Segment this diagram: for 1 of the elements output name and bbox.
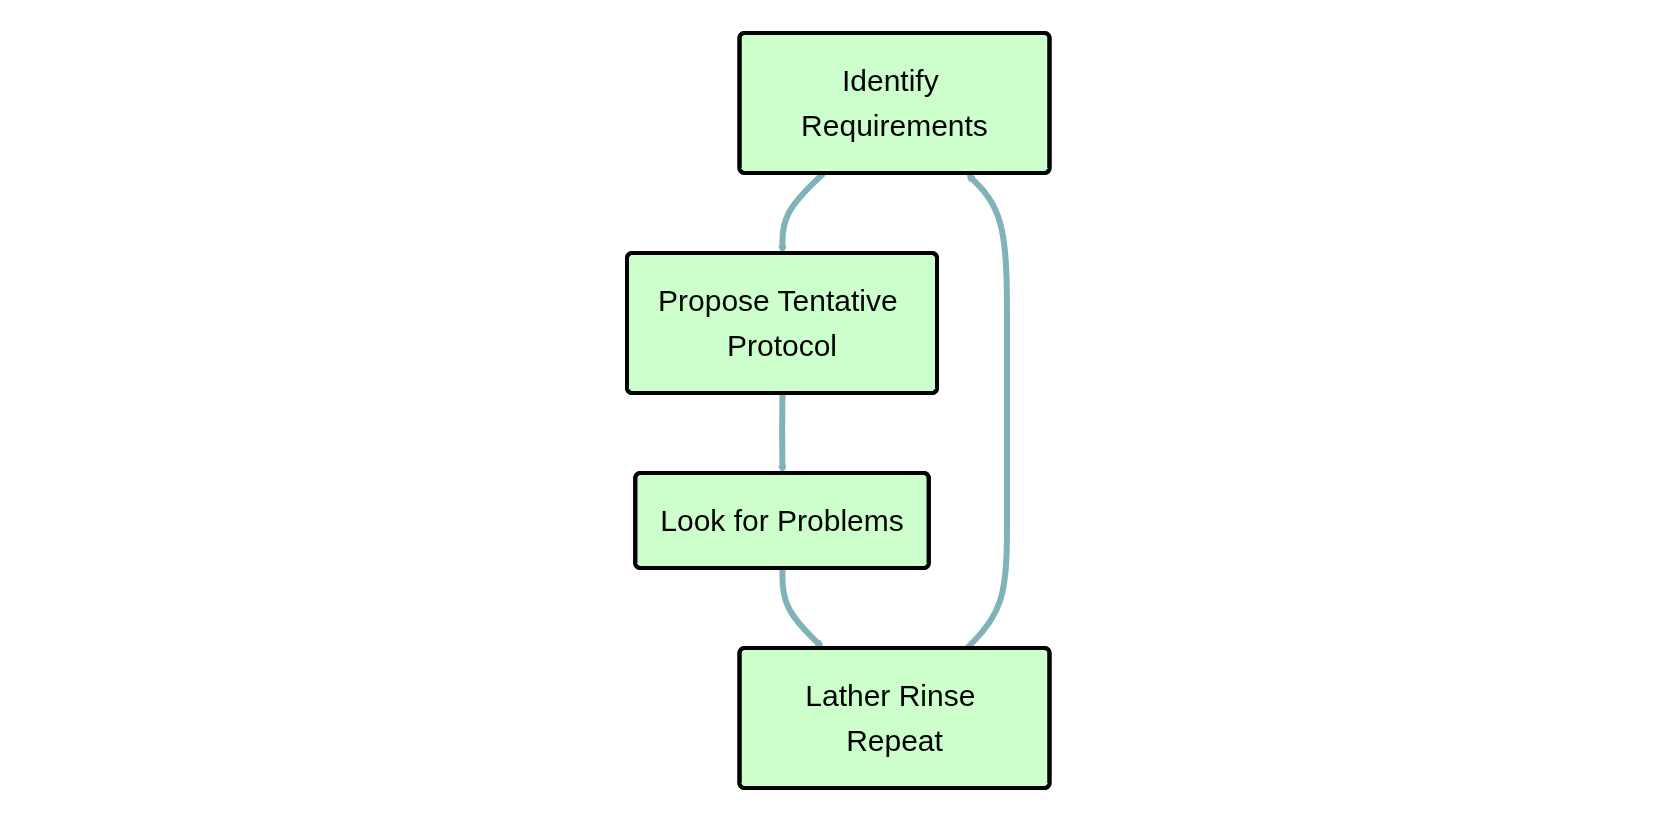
arrow bbox=[779, 567, 824, 649]
